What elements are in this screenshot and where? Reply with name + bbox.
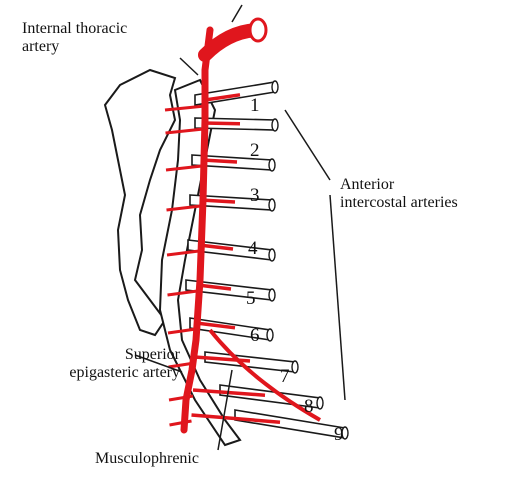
pointer-anterior-intercostal-lower [330,195,345,400]
rib-end-8 [292,361,298,373]
rib-end-6 [269,289,275,301]
rib-end-1 [272,81,278,93]
rib-number-3: 3 [250,185,260,207]
rib-end-9 [317,397,323,409]
rib-number-1: 1 [250,95,260,117]
rib-end-4 [269,199,275,211]
rib-number-4: 4 [248,238,258,260]
anterior-intercostal-branch-2 [204,123,241,124]
anterior-intercostal-branch-3 [202,160,237,162]
rib-number-8: 8 [304,396,314,418]
rib-number-7: 7 [280,366,290,388]
label-musculophrenic: Musculophrenic [95,450,255,468]
rib-end-3 [269,159,275,171]
rib-end-7 [267,329,273,341]
rib-number-9: 9 [334,424,344,446]
pointer-anterior-intercostal-upper [285,110,330,180]
label-superior-epigastric-artery: Superior epigasteric artery [20,346,180,381]
pointer-internal-thoracic [180,58,198,75]
rib-10 [235,410,345,438]
subclavian-artery-end [250,19,266,41]
rib-number-2: 2 [250,140,260,162]
perforating-branch-10 [170,421,192,425]
rib-number-5: 5 [246,288,256,310]
pointer-subclavian-arrow [232,5,242,22]
rib-end-5 [269,249,275,261]
rib-number-6: 6 [250,325,260,347]
label-anterior-intercostal-arteries: Anterior intercostal arteries [340,176,510,211]
rib-end-2 [272,119,278,131]
label-internal-thoracic-artery: Internal thoracic artery [22,20,192,55]
anterior-intercostal-branch-4 [201,200,236,202]
